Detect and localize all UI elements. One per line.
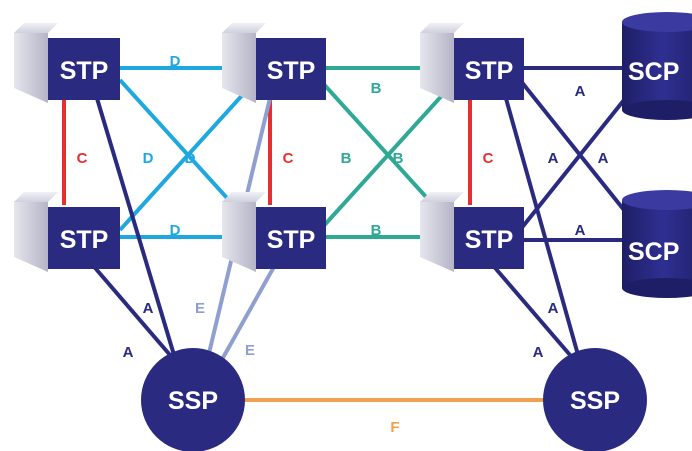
label-b-mid-left: B (341, 150, 352, 167)
label-f: F (390, 419, 399, 436)
label-a-ssp-left-1: A (143, 300, 154, 317)
stp-label: STP (465, 226, 514, 254)
label-a-scp-top: A (575, 83, 586, 100)
stp-label: STP (60, 57, 109, 85)
link-d-diag-2 (118, 78, 258, 232)
link-labels: D D D D B B B B C C C A A A A A A E E A … (77, 53, 609, 436)
link-e-ssp-2 (213, 264, 277, 373)
label-b-top: B (371, 80, 382, 97)
label-b-bottom: B (371, 222, 382, 239)
scp-node-bottom: SCP (622, 190, 692, 298)
stp-label: STP (465, 57, 514, 85)
links (62, 66, 642, 402)
label-e-2: E (245, 342, 255, 359)
stp-node-bottom-left: STP (14, 192, 120, 272)
label-c-middle: C (283, 150, 294, 167)
link-a-ssp-right-2 (488, 260, 572, 357)
stp-node-top-middle: STP (222, 23, 326, 103)
label-c-right: C (483, 150, 494, 167)
ssp-label: SSP (168, 387, 218, 415)
link-a-scp-diag-2 (518, 78, 642, 232)
scp-label: SCP (628, 58, 679, 86)
link-a-ssp-left-2 (88, 260, 172, 357)
link-a-ssp-left-1 (94, 94, 182, 376)
scp-label: SCP (628, 238, 679, 266)
label-a-scp-bottom: A (575, 222, 586, 239)
label-d-top: D (170, 53, 181, 70)
label-a-ssp-right-2: A (533, 344, 544, 361)
label-d-mid-right: D (185, 150, 196, 167)
label-a-scp-mid-left: A (548, 150, 559, 167)
stp-block-side (14, 33, 48, 103)
ssp-label: SSP (570, 387, 620, 415)
stp-node-bottom-right: STP (420, 192, 524, 272)
label-a-ssp-left-2: A (123, 344, 134, 361)
scp-node-top: SCP (622, 12, 692, 120)
stp-label: STP (60, 226, 109, 254)
label-d-mid-left: D (143, 150, 154, 167)
stp-node-bottom-middle: STP (222, 192, 326, 272)
ssp-node-left: SSP (141, 348, 245, 451)
stp-label: STP (267, 57, 316, 85)
link-b-diag-2 (318, 78, 458, 232)
stp-label: STP (267, 226, 316, 254)
ssp-node-right: SSP (543, 348, 647, 451)
label-d-bottom: D (170, 222, 181, 239)
label-a-ssp-right-1: A (548, 300, 559, 317)
stp-block-face (48, 38, 120, 100)
stp-node-top-left: STP (14, 23, 120, 103)
label-a-scp-mid-right: A (598, 150, 609, 167)
label-e-1: E (195, 300, 205, 317)
label-b-mid-right: B (393, 150, 404, 167)
stp-node-top-right: STP (420, 23, 524, 103)
label-c-left: C (77, 150, 88, 167)
link-a-ssp-right-1 (503, 94, 582, 363)
